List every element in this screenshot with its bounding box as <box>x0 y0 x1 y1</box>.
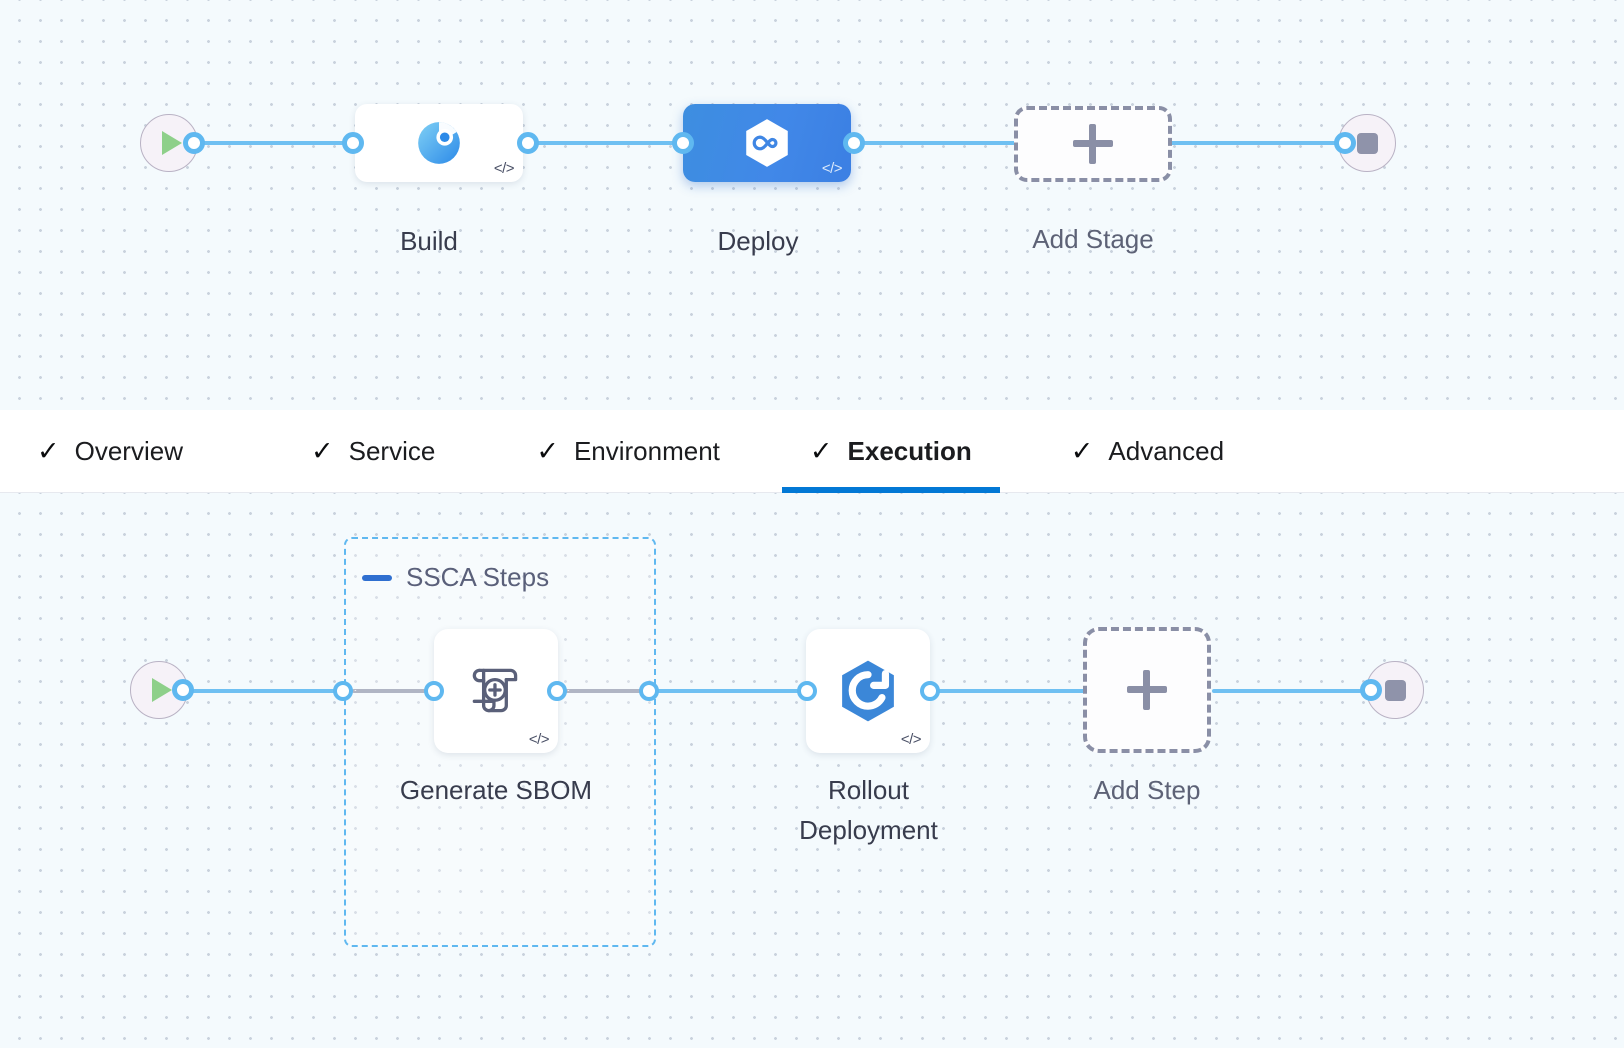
execution-graph-canvas[interactable]: SSCA Steps <box>0 493 1624 1048</box>
edge-rollout-to-add <box>927 689 1089 693</box>
edge-sbom-to-groupout <box>565 689 649 693</box>
pipeline-end-node[interactable] <box>1338 114 1396 172</box>
tab-service[interactable]: ✓ Service <box>306 410 440 493</box>
check-icon: ✓ <box>536 435 559 466</box>
step-node-rollout-deployment[interactable]: </> <box>806 629 930 753</box>
check-icon: ✓ <box>1070 435 1094 466</box>
tab-execution-label: Execution <box>847 435 972 466</box>
edge-add-to-end <box>1168 141 1360 145</box>
tab-advanced-label: Advanced <box>1108 435 1225 466</box>
add-stage-label: Add Stage <box>1032 224 1154 254</box>
execution-end-node[interactable] <box>1366 661 1424 719</box>
stage-config-tabs: ✓ Overview ✓ Service ✓ Environment ✓ Exe… <box>0 410 1624 493</box>
tab-execution[interactable]: ✓ Execution <box>781 410 1000 493</box>
port-end-in[interactable] <box>1334 132 1356 154</box>
minus-icon[interactable] <box>362 574 392 581</box>
stage-node-build[interactable]: </> <box>355 104 523 182</box>
stage-deploy-code-icon[interactable]: </> <box>821 160 843 177</box>
step-group-title: SSCA Steps <box>406 562 550 592</box>
port-exec-end-in[interactable] <box>1360 679 1382 701</box>
step-sbom-code-icon[interactable]: </> <box>528 731 550 748</box>
tab-overview[interactable]: ✓ Overview <box>32 410 188 493</box>
port-group-out[interactable] <box>639 681 659 701</box>
tab-service-label: Service <box>348 435 436 466</box>
port-exec-start-out[interactable] <box>172 679 194 701</box>
port-build-out[interactable] <box>517 132 539 154</box>
tab-overview-label: Overview <box>74 435 183 466</box>
sbom-scroll-icon <box>463 658 529 724</box>
port-build-in[interactable] <box>342 132 364 154</box>
edge-build-to-deploy <box>520 141 690 145</box>
port-group-in[interactable] <box>333 681 353 701</box>
stage-build-code-icon[interactable]: </> <box>493 160 515 177</box>
check-icon: ✓ <box>310 435 334 466</box>
port-deploy-in[interactable] <box>672 132 694 154</box>
add-stage-button[interactable] <box>1014 106 1172 182</box>
build-ci-icon <box>414 118 464 168</box>
port-sbom-out[interactable] <box>547 681 567 701</box>
deploy-cd-icon <box>740 116 794 170</box>
stop-icon <box>1384 679 1406 701</box>
tab-advanced[interactable]: ✓ Advanced <box>1066 410 1229 493</box>
step-rollout-code-icon[interactable]: </> <box>900 731 922 748</box>
edge-start-to-build <box>190 141 360 145</box>
edge-start-to-group <box>178 689 348 693</box>
check-icon: ✓ <box>37 435 60 466</box>
step-label-generate-sbom: Generate SBOM <box>399 775 593 805</box>
plus-icon <box>1127 670 1167 710</box>
stage-label-build: Build <box>400 226 458 256</box>
edge-deploy-to-add <box>845 141 1020 145</box>
stage-label-deploy: Deploy <box>717 226 799 256</box>
step-group-header: SSCA Steps <box>362 562 549 593</box>
stop-icon <box>1356 132 1378 154</box>
play-icon <box>152 678 172 702</box>
add-step-button[interactable] <box>1083 627 1211 753</box>
stage-graph-canvas[interactable]: </> Build </> Deploy Add Stage <box>0 0 1624 410</box>
edge-group-to-rollout <box>648 689 816 693</box>
play-icon <box>162 131 182 155</box>
check-icon: ✓ <box>809 435 833 466</box>
port-rollout-out[interactable] <box>920 681 940 701</box>
k8s-rollout-hexagon-icon <box>832 655 904 727</box>
tab-environment[interactable]: ✓ Environment <box>531 410 725 493</box>
port-start-out[interactable] <box>183 132 205 154</box>
tab-environment-label: Environment <box>573 435 720 466</box>
port-rollout-in[interactable] <box>797 681 817 701</box>
step-label-rollout-deployment: Rollout Deployment <box>799 775 938 845</box>
stage-node-deploy[interactable]: </> <box>683 104 851 182</box>
port-sbom-in[interactable] <box>424 681 444 701</box>
step-node-generate-sbom-card[interactable]: </> <box>434 629 558 753</box>
edge-group-to-sbom <box>352 689 430 693</box>
plus-icon <box>1073 124 1113 164</box>
port-deploy-out[interactable] <box>843 132 865 154</box>
edge-add-to-end <box>1212 689 1382 693</box>
add-step-label: Add Step <box>1093 775 1201 805</box>
